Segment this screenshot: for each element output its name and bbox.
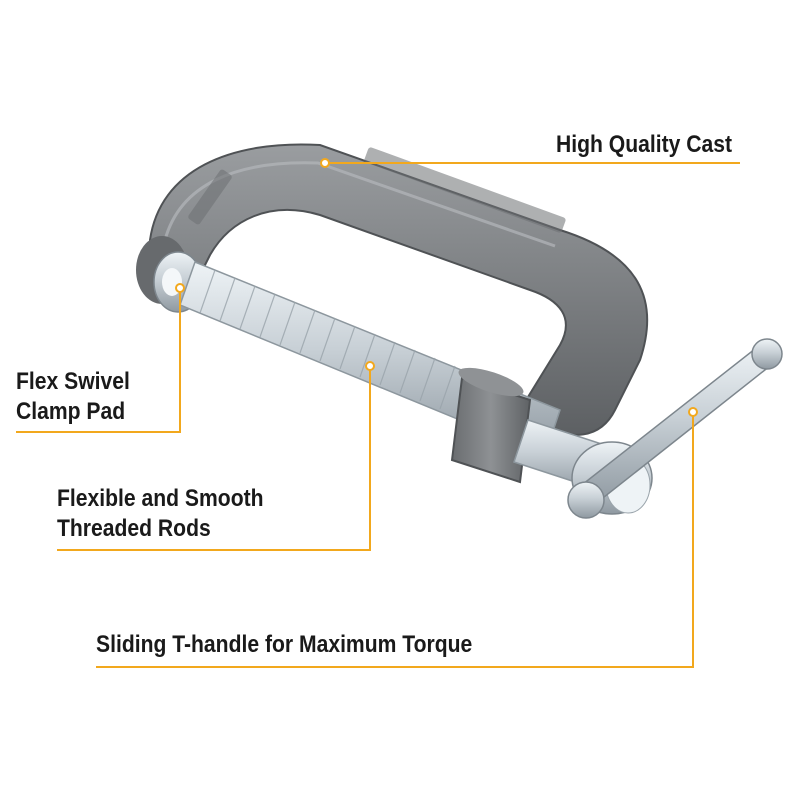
leader-dots — [175, 158, 698, 417]
callout-text: High Quality Cast — [556, 131, 733, 158]
callout-high-quality-cast: High Quality Cast — [556, 130, 732, 160]
callout-text: Sliding T-handle for Maximum Torque — [96, 631, 473, 658]
swivel-clamp-pad — [136, 236, 203, 313]
rod-threads — [199, 269, 456, 410]
leader-t-handle — [96, 412, 694, 668]
callout-text-line2: Threaded Rods — [57, 515, 211, 542]
callout-text-line2: Clamp Pad — [16, 398, 126, 425]
frame-embossing — [188, 147, 566, 233]
leader-threaded-rods — [57, 366, 371, 551]
callout-threaded-rods: Flexible and Smooth Threaded Rods — [57, 484, 264, 544]
leader-lines — [16, 162, 740, 668]
sliding-t-handle — [567, 338, 783, 519]
callout-text-line1: Flexible and Smooth — [57, 485, 264, 512]
callout-text-line1: Flex Swivel — [16, 368, 130, 395]
frame-barrel — [450, 367, 532, 484]
leader-flex-swivel — [16, 288, 181, 433]
callout-sliding-t-handle: Sliding T-handle for Maximum Torque — [96, 630, 472, 660]
callout-flex-swivel-clamp-pad: Flex Swivel Clamp Pad — [16, 367, 130, 427]
